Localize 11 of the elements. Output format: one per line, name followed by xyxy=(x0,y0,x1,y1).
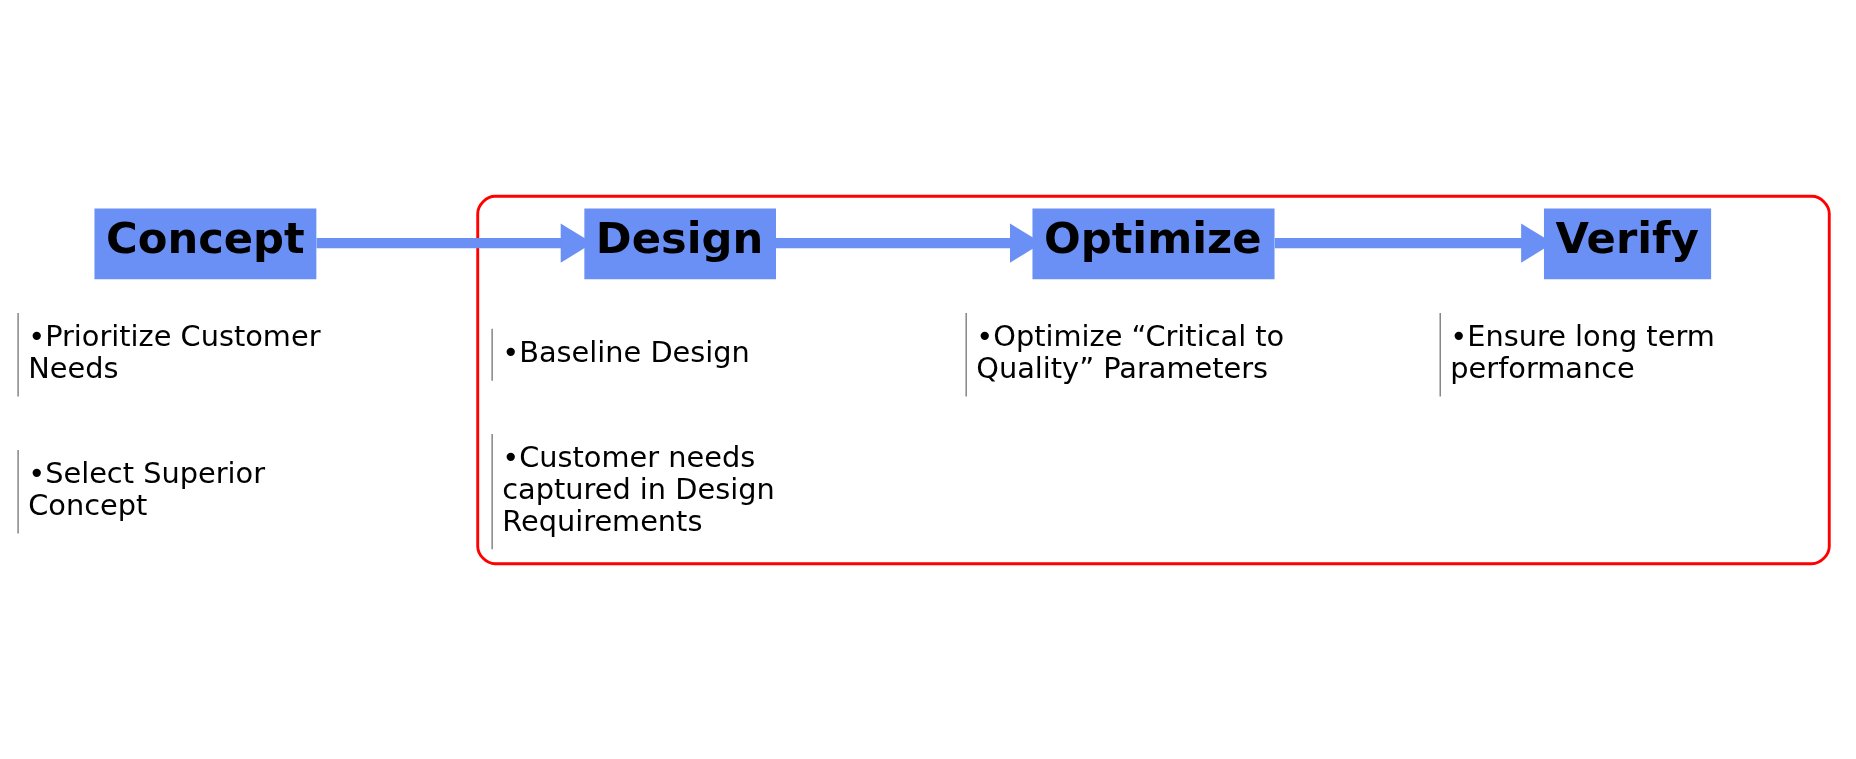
node-box: Verify xyxy=(1543,208,1712,279)
node-label: •Select Superior Concept xyxy=(28,455,265,522)
node-label: •Prioritize Customer Needs xyxy=(28,318,321,385)
node-box: Optimize xyxy=(1032,208,1275,279)
node-box: Concept xyxy=(94,208,317,279)
node-label: •Baseline Design xyxy=(502,334,750,369)
node-box: Design xyxy=(584,208,776,279)
node-label: •Optimize “Critical to Quality” Parameters xyxy=(976,318,1285,385)
node-label: •Ensure long term performance xyxy=(1450,318,1715,385)
cluster xyxy=(476,194,1831,565)
node-label: •Customer needs captured in Design Requirements xyxy=(502,439,775,538)
